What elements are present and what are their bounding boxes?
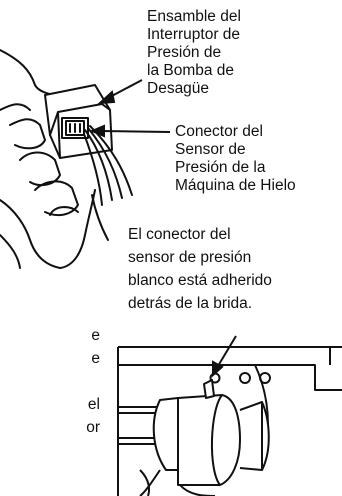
icemaker-sensor-connector-line-3: Presión de la <box>175 159 266 176</box>
cut-off-edge-line-3 <box>82 370 100 393</box>
pump-switch-assembly-line-3: Presión de <box>147 44 222 61</box>
icemaker-sensor-connector-label: Conector del Sensor de Presión de la Máq… <box>175 123 296 195</box>
cut-off-edge-line-1: e <box>91 327 100 344</box>
pressure-switch-assembly-illustration <box>44 84 113 159</box>
pump-switch-assembly-line-5: Desagüe <box>147 80 210 97</box>
pump-switch-assembly-line-4: la Bomba de <box>147 62 235 79</box>
pump-switch-assembly-line-1: Ensamble del <box>147 8 241 25</box>
cut-off-edge-line-2: e <box>91 350 100 367</box>
white-connector-note-line-3: blanco está adherido <box>128 272 272 289</box>
white-connector-note-line-2: sensor de presión <box>128 249 252 266</box>
cut-off-edge-line-4: el <box>87 396 100 413</box>
white-connector-note-line-1: El conector del <box>128 226 231 243</box>
pump-switch-assembly-line-2: Interruptor de <box>147 26 241 43</box>
icemaker-sensor-connector-line-4: Máquina de Hielo <box>175 177 296 194</box>
icemaker-sensor-connector-line-1: Conector del <box>175 123 263 140</box>
white-connector-note-line-4: detrás de la brida. <box>128 295 253 312</box>
leader-arrows <box>89 79 237 378</box>
pump-switch-assembly-label: Ensamble del Interruptor de Presión de l… <box>147 8 241 98</box>
cut-off-edge-text: e e el or <box>82 324 100 439</box>
white-connector-note: El conector del sensor de presión blanco… <box>128 223 272 315</box>
hand-illustration <box>0 49 109 269</box>
flange-detail-illustration <box>117 346 342 496</box>
icemaker-sensor-connector-line-2: Sensor de <box>175 141 246 158</box>
cut-off-edge-line-5: or <box>86 419 100 436</box>
